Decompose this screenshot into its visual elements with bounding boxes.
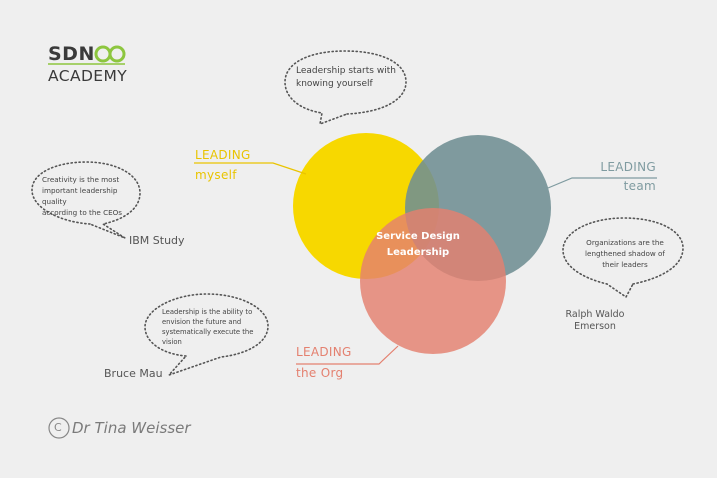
quote-mau-line2: envision the future and xyxy=(162,318,242,326)
quote-mau-line1: Leadership is the ability to xyxy=(162,308,253,316)
logo-academy: ACADEMY xyxy=(48,67,128,85)
label-leading-org-line2: the Org xyxy=(296,366,344,380)
quote-top-line2: knowing yourself xyxy=(296,79,373,89)
quote-emerson-author-line2: Emerson xyxy=(574,321,616,332)
quote-mau-line4: vision xyxy=(162,338,182,346)
speech-bubble-top xyxy=(284,50,407,126)
quote-mau: Leadership is the ability to envision th… xyxy=(162,307,266,347)
speech-bubble-ibm xyxy=(31,161,141,239)
quote-emerson-line2: lengthened shadow of xyxy=(585,249,665,258)
quote-ibm-line3: according to the CEOs xyxy=(42,208,123,217)
quote-emerson-author-line1: Ralph Waldo xyxy=(565,309,625,320)
quote-top-line1: Leadership starts with xyxy=(296,66,396,76)
quote-ibm: Creativity is the most important leaders… xyxy=(42,174,142,218)
logo-infinity-icon xyxy=(94,45,126,63)
label-leading-org: LEADING the Org xyxy=(296,345,352,380)
connector-line-myself xyxy=(194,162,307,175)
label-leading-team: LEADING team xyxy=(590,160,656,193)
quote-emerson-line3: their leaders xyxy=(602,260,648,269)
quote-mau-line3: systematically execute the xyxy=(162,328,254,336)
label-leading-org-line1: LEADING xyxy=(296,345,352,359)
center-label: Service Design Leadership xyxy=(364,229,472,261)
quote-emerson-line1: Organizations are the xyxy=(586,238,664,247)
copyright-circle-icon xyxy=(48,417,70,439)
quote-ibm-line2: important leadership quality xyxy=(42,186,118,206)
speech-bubble-mau xyxy=(144,293,269,377)
speech-bubble-emerson xyxy=(562,217,684,299)
label-leading-myself-line1: LEADING xyxy=(195,148,251,162)
connector-line-org xyxy=(296,345,399,365)
copyright-symbol: C xyxy=(54,421,62,434)
quote-ibm-line1: Creativity is the most xyxy=(42,175,120,184)
logo-sdn: SDN xyxy=(48,43,95,65)
connector-line-team xyxy=(547,177,657,189)
quote-ibm-author: IBM Study xyxy=(129,234,185,247)
copyright-name: Dr Tina Weisser xyxy=(72,419,191,437)
circle-leading-org xyxy=(360,208,506,354)
quote-emerson-author: Ralph Waldo Emerson xyxy=(550,309,640,333)
quote-emerson: Organizations are the lengthened shadow … xyxy=(578,237,672,270)
center-label-line1: Service Design xyxy=(376,231,460,242)
label-leading-myself-line2: myself xyxy=(195,168,237,182)
label-leading-team-line1: LEADING xyxy=(600,160,656,174)
label-leading-team-line2: team xyxy=(623,179,656,193)
center-label-line2: Leadership xyxy=(386,247,450,258)
quote-top: Leadership starts with knowing yourself xyxy=(296,65,402,91)
label-leading-myself: LEADING myself xyxy=(195,148,251,182)
quote-mau-author: Bruce Mau xyxy=(104,367,163,380)
